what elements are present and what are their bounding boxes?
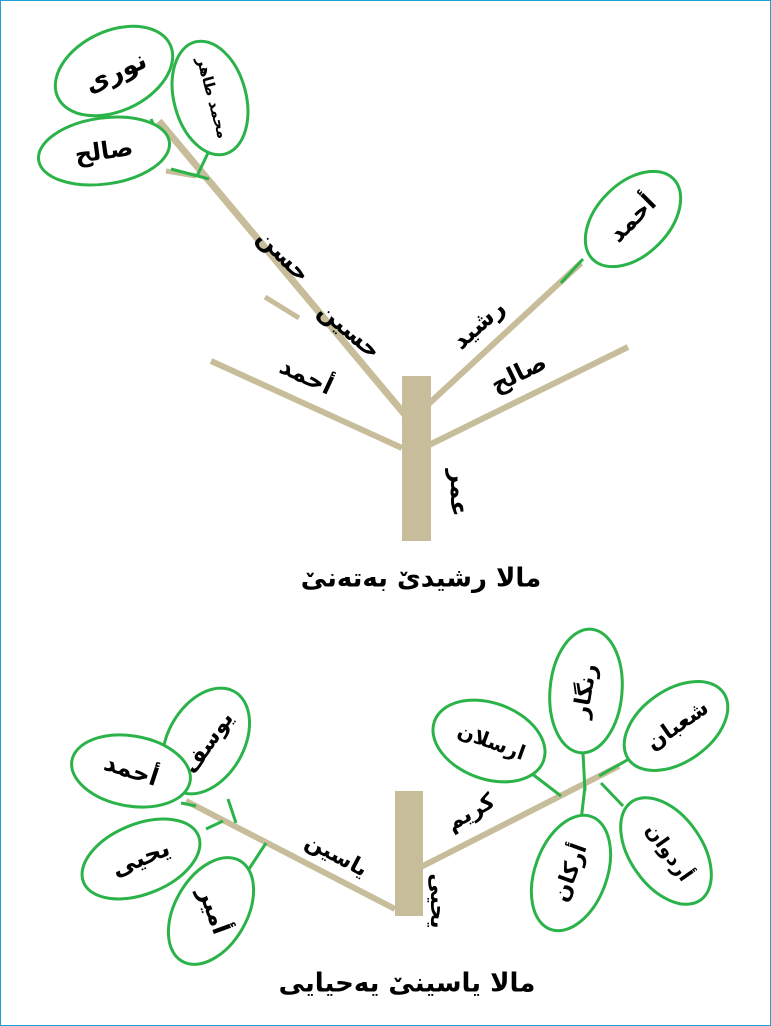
trunk-1 [402, 376, 431, 541]
branch-label-right-mid: رشيد [446, 293, 510, 355]
trunk-label-1: عمر [445, 468, 473, 516]
leaf-right-a: رنگار [548, 627, 624, 792]
trunk-label-2: يحيى [425, 873, 450, 928]
leaf-right-b: ارسلان [431, 698, 562, 798]
branch-left-leaf-stem [228, 821, 268, 845]
trunk-2 [395, 791, 423, 916]
leaf-right: أحمد [559, 169, 683, 285]
leaf-lower-left: صالح [36, 115, 210, 187]
branch-left [184, 798, 397, 912]
tree-1: نوری محمد طاهر صالح أحمد أحمد حسين حسن ر… [36, 24, 683, 594]
branch-label-left: ياسين [301, 829, 372, 882]
tree-2: يوسف أحمد يحيى أمير رنگار ارسلان [70, 627, 730, 999]
leaf-right-d: أردوان [599, 781, 713, 906]
tree-2-title: مالا یاسینیٚ یەحیایی [279, 969, 536, 999]
branch-label-left-mid: حسين [313, 296, 387, 364]
tree-1-title: مالا رشيدیٚ بەتەنیٚ [301, 564, 541, 594]
leaf-left-d: أمير [166, 842, 268, 966]
branch-label-left-high: حسن [251, 223, 316, 288]
branch-left-low [209, 358, 404, 451]
leaf-right-c: شعبان [598, 680, 730, 778]
leaf-left-c: يحيى [80, 817, 224, 901]
branch-right-low [419, 344, 630, 452]
leaf-top-mid: محمد طاهر [170, 39, 250, 177]
leaf-right-e: أركان [529, 785, 613, 933]
branch-left-twig [263, 294, 301, 321]
branch-right-main [418, 260, 584, 414]
leaf-left-b: أحمد [70, 733, 197, 809]
